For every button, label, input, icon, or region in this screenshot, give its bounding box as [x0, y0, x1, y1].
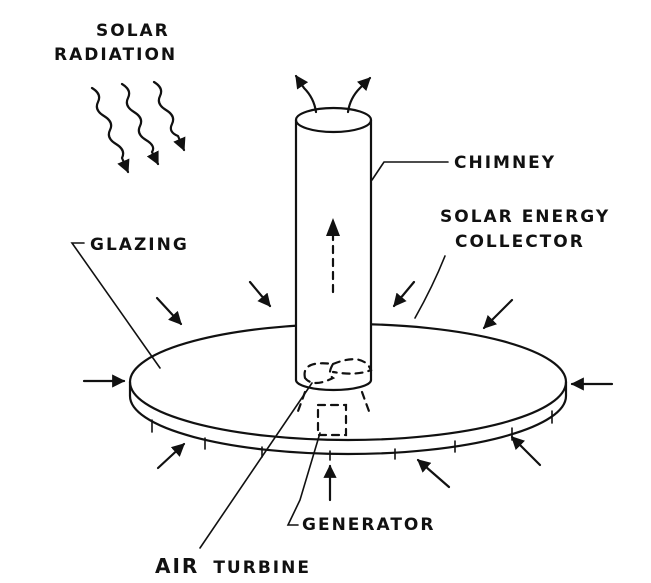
- chimney: [294, 106, 373, 392]
- exhaust-arrows: [294, 74, 372, 114]
- solar-radiation-label-line2: RADIATION: [54, 45, 177, 65]
- generator-label: GENERATOR: [302, 515, 435, 535]
- chimney-leader: [371, 161, 449, 181]
- collector-rim-bottom: [128, 380, 568, 456]
- generator-box: [316, 403, 348, 437]
- radiation-wave-3: [152, 80, 186, 152]
- glazing-leader: [70, 242, 161, 369]
- collector-leader: [414, 255, 446, 319]
- air-turbine-label-suffix: TURBINE: [213, 558, 311, 578]
- air-turbine-label: AIR TURBINE: [155, 554, 311, 578]
- radiation-wave-2: [120, 82, 160, 166]
- collector-label-line1: SOLAR ENERGY: [440, 207, 610, 227]
- collector-label-line2: COLLECTOR: [455, 232, 585, 252]
- chimney-base: [294, 378, 373, 392]
- glazing-label: GLAZING: [90, 235, 189, 255]
- chimney-top-opening: [294, 106, 373, 134]
- updraft-arrowhead: [326, 218, 340, 236]
- air-turbine-label-prefix: AIR: [155, 554, 199, 578]
- collector-rim-marks: [151, 410, 553, 461]
- chimney-label: CHIMNEY: [454, 153, 556, 173]
- solar-radiation-arrows: [90, 80, 186, 174]
- radiation-wave-1: [90, 86, 130, 174]
- solar-radiation-label-line1: SOLAR: [96, 21, 170, 41]
- inflow-arrows: [82, 280, 614, 502]
- air-turbine-leader: [199, 382, 313, 549]
- generator-leader: [286, 432, 321, 526]
